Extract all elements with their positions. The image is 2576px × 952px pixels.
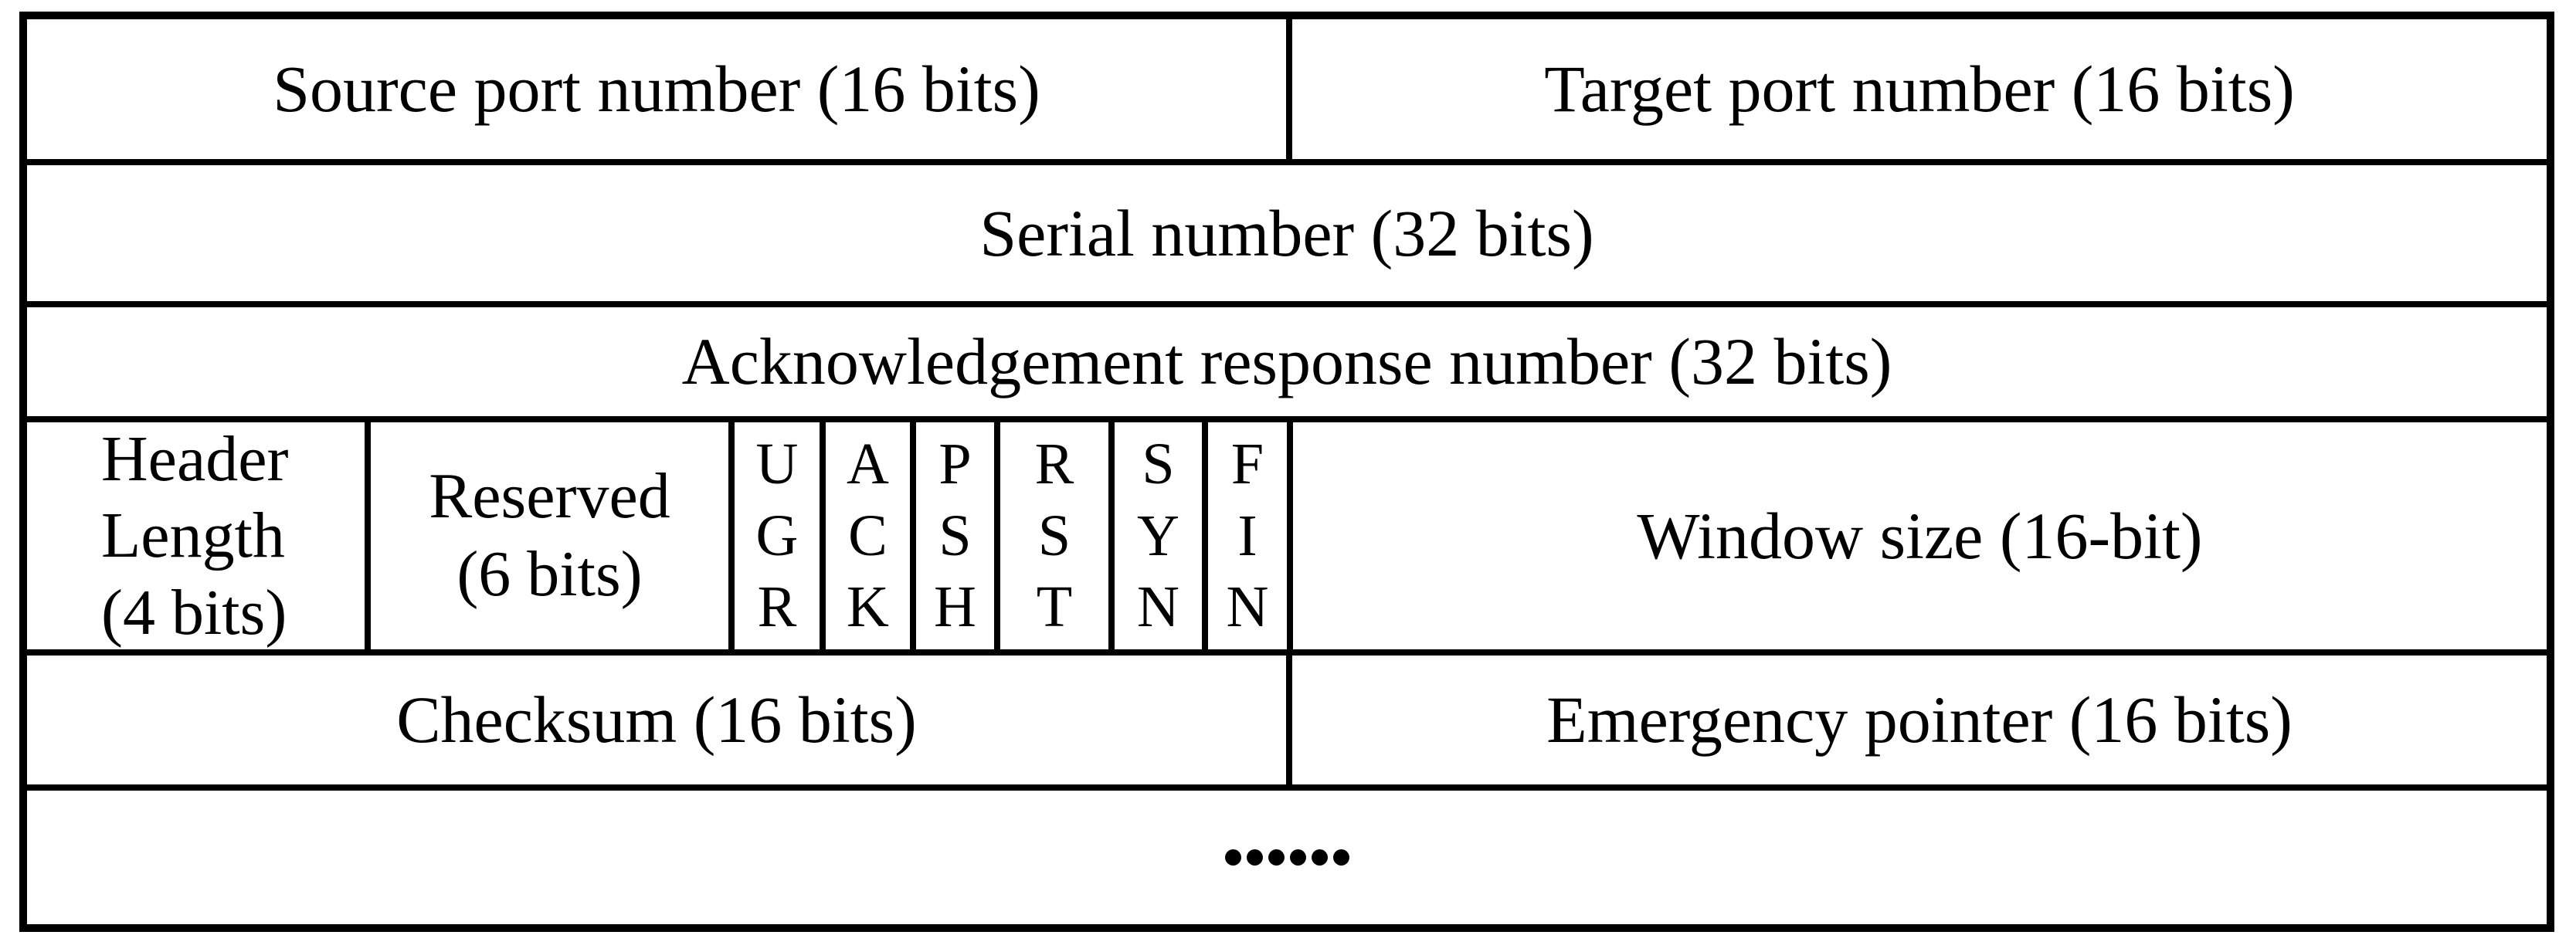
flag-ugr-label: UGR [755,431,799,640]
serial-number-label: Serial number (32 bits) [979,195,1594,270]
flag-fin-label: FIN [1226,431,1269,640]
field-flag-ack: ACK [826,422,910,649]
flag-syn-label: SYN [1137,431,1179,640]
field-flag-ugr: UGR [735,422,820,649]
field-ack-number: Acknowledgement response number (32 bits… [27,307,2547,416]
flag-psh-label: PSH [934,431,976,640]
row-continuation: …… [27,791,2547,924]
field-flag-fin: FIN [1208,422,1287,649]
flag-rst-label: RST [1034,431,1074,640]
field-target-port: Target port number (16 bits) [1292,19,2547,159]
reserved-label: Reserved (6 bits) [429,460,670,610]
header-length-label: Header Length (4 bits) [101,423,289,649]
field-header-length: Header Length (4 bits) [27,422,365,649]
row-checksum: Checksum (16 bits) Emergency pointer (16… [27,656,2547,784]
field-checksum: Checksum (16 bits) [27,656,1286,784]
source-port-label: Source port number (16 bits) [273,52,1040,127]
ellipsis-dots-icon [1224,849,1349,866]
field-serial-number: Serial number (32 bits) [27,165,2547,301]
row-serial-number: Serial number (32 bits) [27,165,2547,301]
field-emergency-pointer: Emergency pointer (16 bits) [1292,656,2547,784]
field-continuation: …… [27,791,2547,924]
checksum-label: Checksum (16 bits) [396,683,917,757]
window-size-label: Window size (16-bit) [1637,498,2203,573]
target-port-label: Target port number (16 bits) [1544,52,2295,127]
row-ports: Source port number (16 bits) Target port… [27,19,2547,159]
ack-number-label: Acknowledgement response number (32 bits… [681,324,1892,399]
flag-ack-label: ACK [847,431,889,640]
field-source-port: Source port number (16 bits) [27,19,1286,159]
field-flag-psh: PSH [916,422,994,649]
field-reserved: Reserved (6 bits) [371,422,728,649]
field-flag-rst: RST [1000,422,1108,649]
field-flag-syn: SYN [1115,422,1202,649]
header-table-frame: Source port number (16 bits) Target port… [19,12,2554,932]
emergency-pointer-label: Emergency pointer (16 bits) [1546,683,2293,757]
row-ack-number: Acknowledgement response number (32 bits… [27,307,2547,416]
field-window-size: Window size (16-bit) [1293,422,2547,649]
row-flags: Header Length (4 bits) Reserved (6 bits)… [27,422,2547,649]
